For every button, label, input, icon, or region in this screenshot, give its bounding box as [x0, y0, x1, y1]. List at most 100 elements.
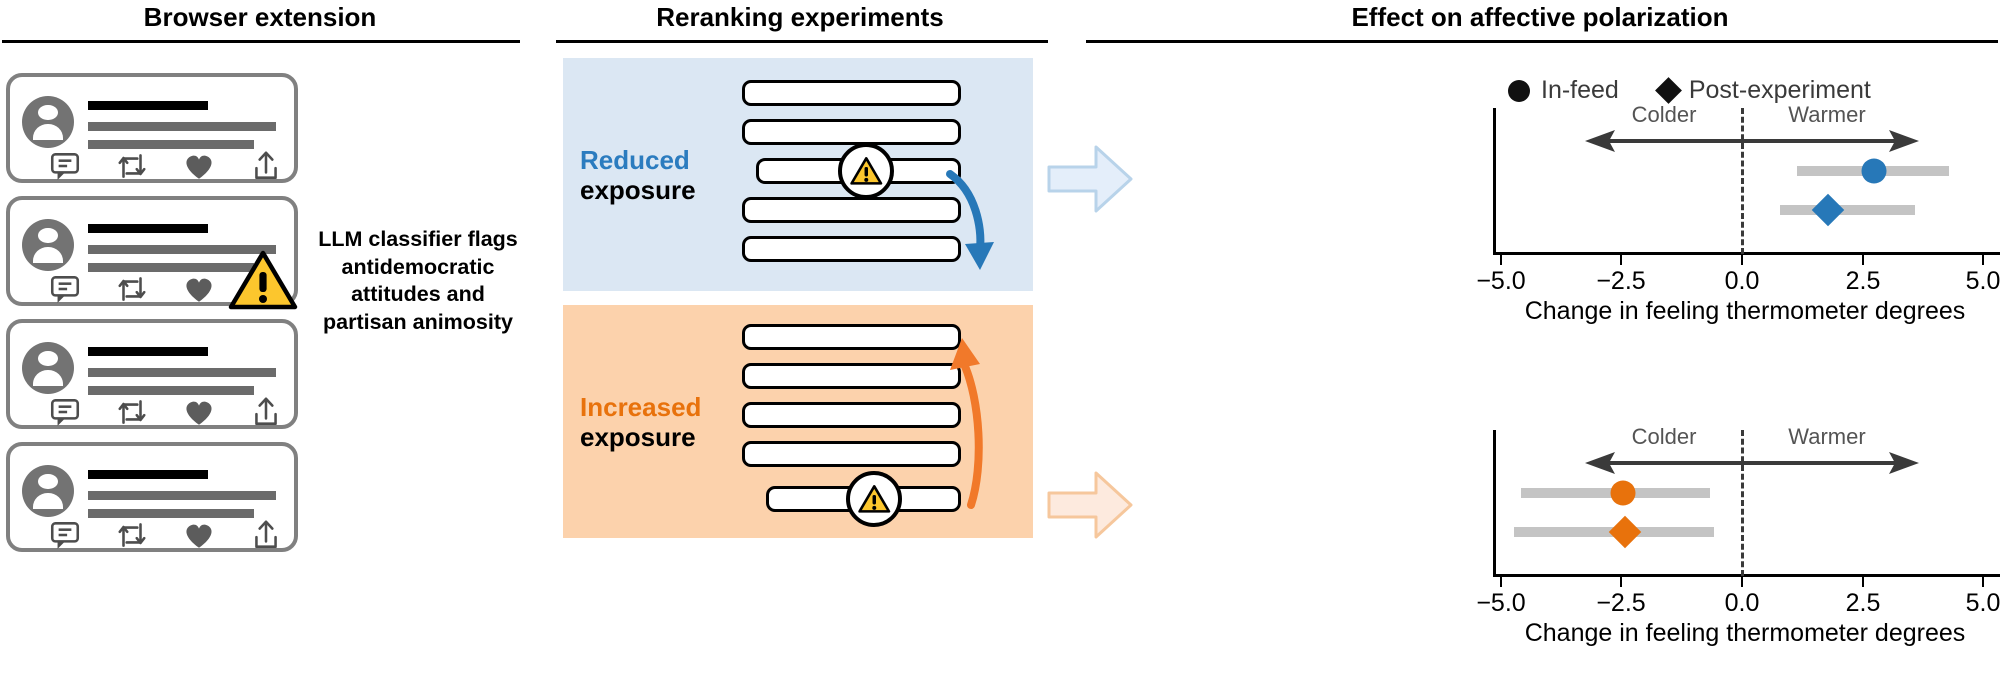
post-card-flagged[interactable] [6, 196, 298, 306]
post-author-bar [88, 347, 208, 356]
increased-sub-label: exposure [580, 421, 696, 452]
llm-classifier-annotation: LLM classifier flags antidemocratic atti… [318, 227, 518, 334]
share-icon[interactable] [249, 518, 283, 552]
x-tick-label: 0.0 [1724, 589, 1760, 617]
comment-icon[interactable] [48, 518, 82, 552]
x-axis-title: Change in feeling thermometer degrees [1524, 619, 1966, 647]
post-text-bar [88, 368, 276, 377]
warmer-arrow-icon [1751, 452, 1919, 474]
y-axis-spine [1493, 108, 1496, 255]
reduced-accent-label: Reduced [580, 145, 690, 175]
increased-result-arrow [1046, 466, 1134, 544]
feed-item[interactable] [742, 363, 961, 389]
colder-label: Colder [1631, 102, 1697, 127]
increased-exposure-plot: Colder Warmer −5.0 −2.5 0.0 2.5 5 [1455, 424, 2000, 647]
legend-label: In-feed [1541, 76, 1619, 104]
x-axis-tick [1862, 255, 1864, 265]
x-tick-label: −5.0 [1476, 589, 1526, 617]
x-axis-tick [1620, 577, 1622, 587]
x-tick-label: 5.0 [1965, 589, 2000, 617]
x-tick-label: 2.5 [1845, 589, 1881, 617]
panel-title-browser-extension: Browser extension [143, 2, 377, 32]
panel-rule-right [1086, 40, 1998, 43]
x-tick-label: 0.0 [1724, 267, 1760, 295]
like-icon[interactable] [182, 149, 216, 183]
x-axis-tick [1500, 255, 1502, 265]
zero-reference-line [1741, 430, 1744, 576]
x-axis-tick [1982, 577, 1984, 587]
avatar [22, 342, 74, 394]
colder-arrow-icon [1585, 130, 1753, 152]
post-text-bar [88, 263, 254, 272]
feed-item[interactable] [742, 324, 961, 350]
warmer-label: Warmer [1788, 102, 1866, 127]
zero-reference-line [1741, 108, 1744, 254]
panel-rule-left [2, 40, 520, 43]
feed-item[interactable] [742, 402, 961, 428]
panel-title-reranking: Reranking experiments [656, 2, 944, 32]
x-tick-label: −2.5 [1596, 267, 1646, 295]
y-axis-spine [1493, 430, 1496, 577]
post-card[interactable] [6, 73, 298, 183]
chart-legend: In-feed Post-experiment [1508, 76, 1871, 105]
colder-label: Colder [1631, 424, 1697, 449]
comment-icon[interactable] [48, 149, 82, 183]
increased-accent-label: Increased [580, 392, 702, 422]
like-icon[interactable] [182, 518, 216, 552]
x-axis-tick [1500, 577, 1502, 587]
reduced-exposure-label: Reduced exposure [580, 145, 696, 206]
like-icon[interactable] [182, 272, 216, 306]
post-card[interactable] [6, 442, 298, 552]
x-tick-label: −5.0 [1476, 267, 1526, 295]
diamond-marker-icon [1654, 77, 1682, 104]
x-tick-label: −2.5 [1596, 589, 1646, 617]
warning-triangle-icon [228, 250, 298, 312]
x-axis-tick [1620, 255, 1622, 265]
x-axis-tick [1741, 577, 1743, 587]
warmer-label: Warmer [1788, 424, 1866, 449]
comment-icon[interactable] [48, 272, 82, 306]
x-axis-tick [1741, 255, 1743, 265]
x-axis-tick [1982, 255, 1984, 265]
increased-move-up-arrow [938, 330, 1008, 510]
feed-item[interactable] [742, 236, 961, 262]
legend-item-post-experiment: Post-experiment [1654, 76, 1871, 105]
reduced-move-down-arrow [940, 170, 1010, 280]
like-icon[interactable] [182, 395, 216, 429]
post-text-bar [88, 386, 254, 395]
x-axis-spine [1493, 574, 2000, 577]
repost-icon[interactable] [115, 518, 149, 552]
repost-icon[interactable] [115, 149, 149, 183]
x-axis-spine [1493, 252, 2000, 255]
feed-item[interactable] [742, 441, 961, 467]
reduced-exposure-plot: Colder Warmer −5.0 −2.5 0.0 2.5 [1455, 102, 2000, 325]
post-text-bar [88, 122, 276, 131]
post-card[interactable] [6, 319, 298, 429]
comment-icon[interactable] [48, 395, 82, 429]
warmer-arrow-icon [1751, 130, 1919, 152]
legend-item-in-feed: In-feed [1508, 76, 1619, 105]
repost-icon[interactable] [115, 395, 149, 429]
post-text-bar [88, 140, 254, 149]
feed-item[interactable] [742, 80, 961, 106]
avatar [22, 96, 74, 148]
increased-exposure-label: Increased exposure [580, 392, 702, 453]
share-icon[interactable] [249, 395, 283, 429]
post-text-bar [88, 245, 276, 254]
reduced-result-arrow [1046, 140, 1134, 218]
share-icon[interactable] [249, 149, 283, 183]
marker-in-feed [1861, 158, 1887, 184]
legend-label: Post-experiment [1688, 76, 1871, 104]
panel-rule-middle [556, 40, 1048, 43]
repost-icon[interactable] [115, 272, 149, 306]
feed-item[interactable] [742, 119, 961, 145]
confidence-interval-bar [1780, 205, 1915, 215]
x-tick-label: 5.0 [1965, 267, 2000, 295]
marker-post-experiment [1811, 193, 1845, 227]
panel-title-effect: Effect on affective polarization [1351, 2, 1729, 32]
warning-triangle-icon [846, 471, 902, 527]
post-text-bar [88, 509, 254, 518]
reduced-sub-label: exposure [580, 174, 696, 205]
feed-item[interactable] [742, 197, 961, 223]
x-tick-label: 2.5 [1845, 267, 1881, 295]
